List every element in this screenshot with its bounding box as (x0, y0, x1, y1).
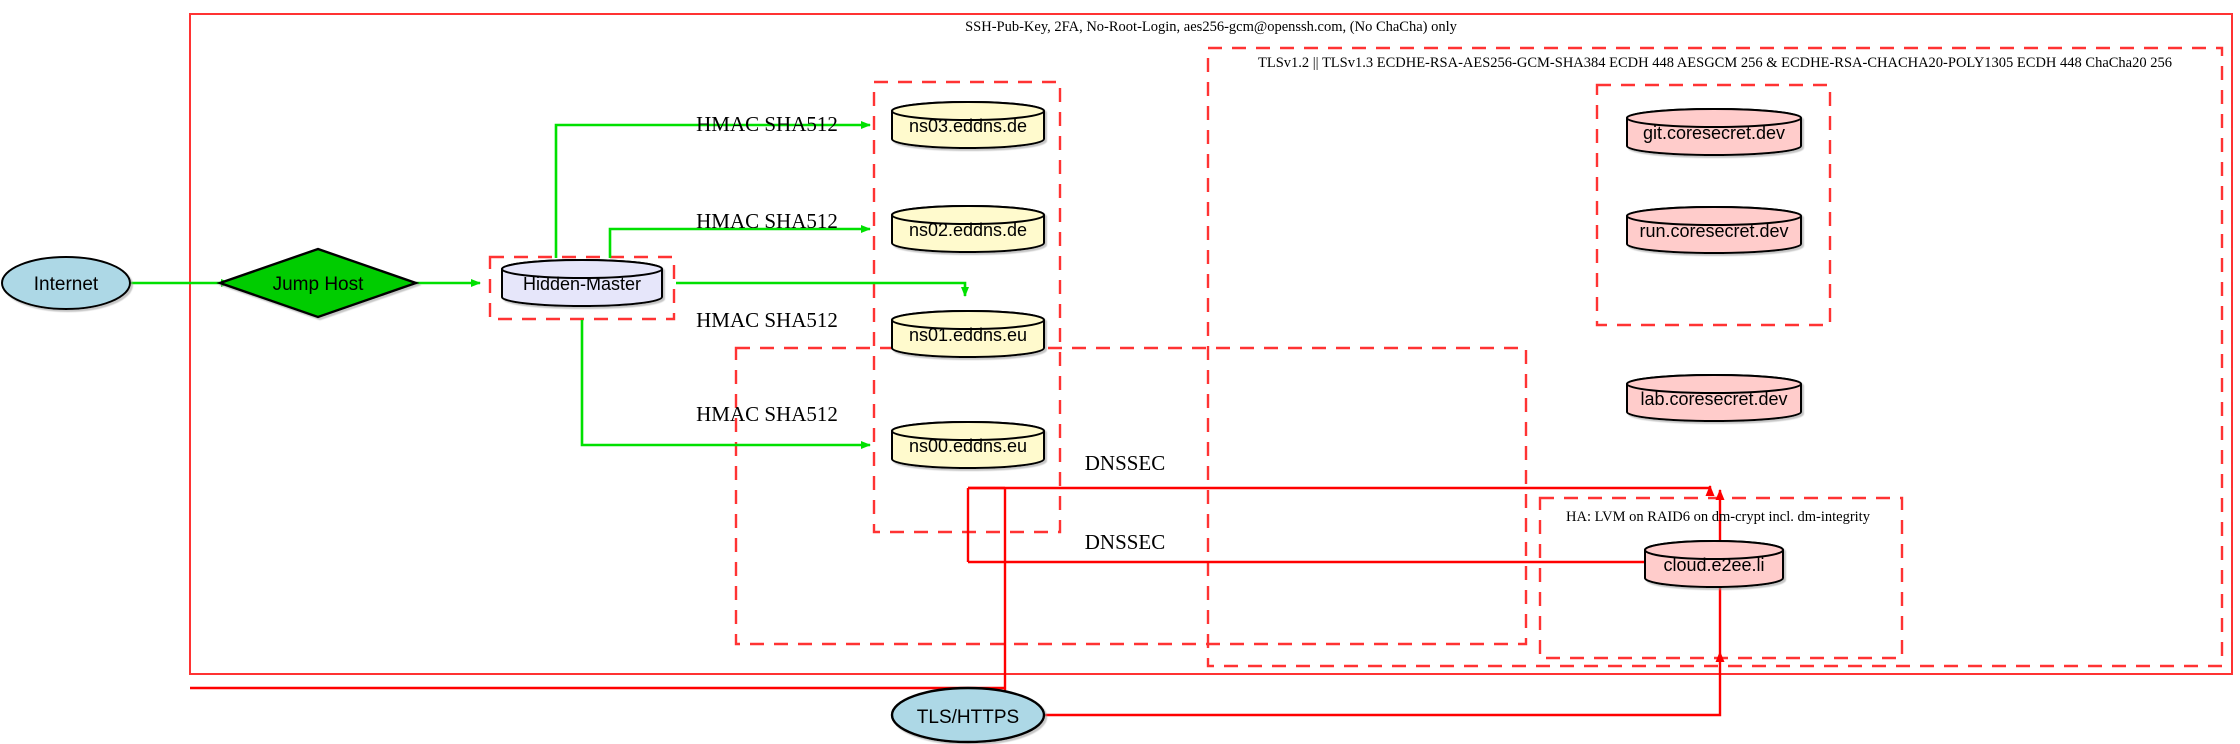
edge-hiddenmaster-to-ns03 (554, 121, 871, 258)
cluster-dnssec-outer-zone (734, 346, 1528, 646)
node-ns00-label: ns00.eddns.eu (909, 436, 1027, 456)
cluster-coresecret-zone (1595, 83, 1832, 327)
node-lab-coresecret[interactable] (1626, 374, 1802, 422)
edge-label-hmac-ns00: HMAC SHA512 (696, 402, 838, 426)
node-hidden-master-label: Hidden-Master (523, 274, 641, 294)
edge-hiddenmaster-to-ns00 (580, 320, 871, 449)
node-tls-https[interactable]: TLS/HTTPS (890, 686, 1046, 744)
node-git-coresecret[interactable] (1626, 108, 1802, 156)
node-run-coresecret[interactable] (1626, 206, 1802, 254)
edge-hiddenmaster-to-ns01 (676, 281, 969, 297)
edge-label-dnssec-lower: DNSSEC (1085, 530, 1166, 554)
node-ns03-label: ns03.eddns.de (909, 116, 1027, 136)
edge-tlshttps-to-services (190, 486, 1725, 717)
edge-dnssec-upper (968, 485, 1715, 496)
node-ns03[interactable] (891, 101, 1045, 149)
edge-label-hmac-ns02: HMAC SHA512 (696, 209, 838, 233)
node-git-coresecret-label: git.coresecret.dev (1643, 123, 1785, 143)
node-jump-host[interactable]: Jump Host (216, 247, 420, 319)
node-jump-host-label: Jump Host (273, 274, 365, 295)
edge-label-dnssec-upper: DNSSEC (1085, 451, 1166, 475)
cluster-tls-zone (1206, 46, 2224, 668)
node-ns00[interactable] (891, 421, 1045, 469)
edge-label-hmac-ns01: HMAC SHA512 (696, 308, 838, 332)
node-internet[interactable]: Internet (1, 256, 131, 310)
node-ns02[interactable] (891, 205, 1045, 253)
node-cloud-e2ee-label: cloud.e2ee.li (1663, 555, 1764, 575)
node-ns01[interactable] (891, 310, 1045, 358)
edge-hiddenmaster-to-ns02 (608, 225, 871, 258)
node-tls-https-label: TLS/HTTPS (917, 707, 1019, 728)
node-lab-coresecret-label: lab.coresecret.dev (1640, 389, 1787, 409)
node-internet-label: Internet (34, 274, 99, 295)
cluster-ssh-zone (189, 13, 2233, 675)
edge-label-hmac-ns03: HMAC SHA512 (696, 112, 838, 136)
cluster-ssh-zone-label: SSH-Pub-Key, 2FA, No-Root-Login, aes256-… (965, 19, 1458, 35)
node-cloud-e2ee[interactable] (1644, 540, 1784, 588)
cluster-ha-zone-label: HA: LVM on RAID6 on dm-crypt incl. dm-in… (1566, 509, 1871, 525)
node-ns01-label: ns01.eddns.eu (909, 325, 1027, 345)
node-hidden-master[interactable] (501, 259, 663, 307)
node-ns02-label: ns02.eddns.de (909, 220, 1027, 240)
node-run-coresecret-label: run.coresecret.dev (1639, 221, 1788, 241)
cluster-tls-zone-label: TLSv1.2 || TLSv1.3 ECDHE-RSA-AES256-GCM-… (1258, 55, 2172, 71)
cluster-hidden-master-zone (488, 255, 676, 321)
